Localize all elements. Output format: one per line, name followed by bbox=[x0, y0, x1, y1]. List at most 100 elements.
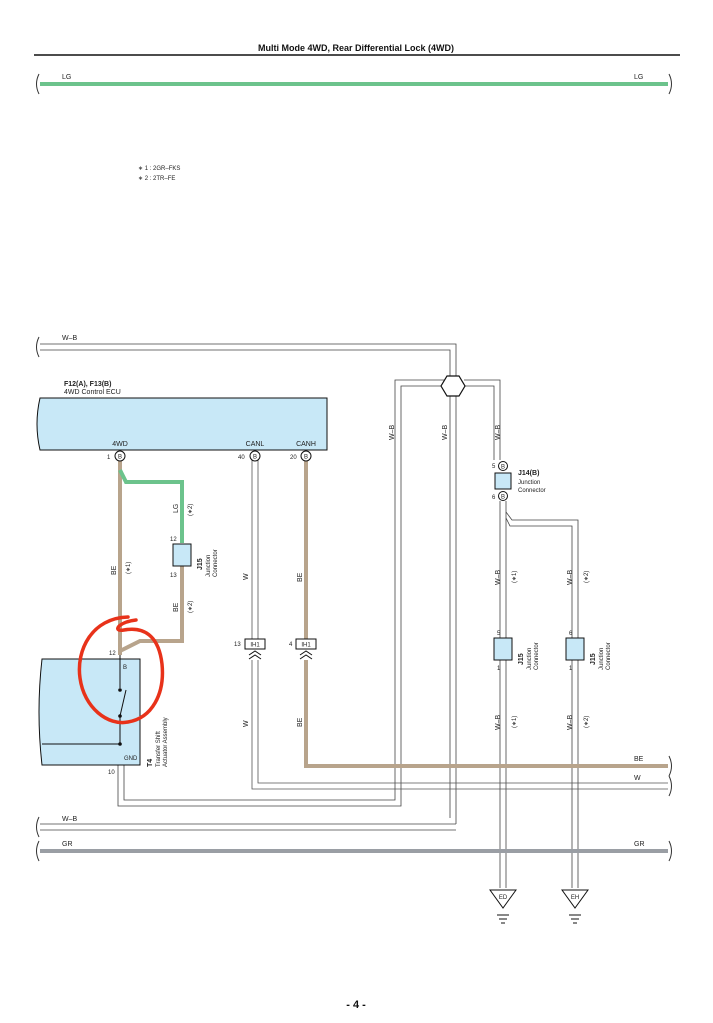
ecu-pin-label-4wd: 4WD bbox=[112, 441, 128, 448]
ih1-canl-box bbox=[244, 638, 266, 650]
j15-mid-name-2: Connector bbox=[534, 642, 540, 670]
j14-badge-top-letter: B bbox=[501, 465, 505, 471]
j15-right-pin-top: 6 bbox=[569, 631, 573, 637]
ground-ed-symbol bbox=[489, 889, 517, 909]
j15-left-connector bbox=[172, 543, 192, 567]
ecu-pin-label-canl: CANL bbox=[246, 441, 265, 448]
wb-label-3: W–B bbox=[495, 425, 502, 441]
j15-left-name-1: Junction bbox=[206, 555, 212, 577]
w-right-break bbox=[668, 775, 672, 797]
j15-mid-connector bbox=[493, 637, 513, 661]
actuator-term-gnd: GND bbox=[124, 756, 138, 762]
canh-be-label-2: BE bbox=[297, 717, 304, 727]
switch-blade bbox=[119, 689, 127, 717]
ih1-canl-pin: 13 bbox=[234, 642, 241, 648]
be-wire-j15-to-actuator bbox=[119, 566, 184, 653]
ih1-canh-id: IH1 bbox=[301, 643, 311, 649]
splice-point bbox=[440, 375, 466, 397]
lg-bus-label-right: LG bbox=[634, 74, 643, 81]
j14-pin-bottom-badge bbox=[498, 491, 508, 501]
ecu-pin-canh-num: 20 bbox=[290, 455, 297, 461]
lg-wire-to-j15 bbox=[118, 469, 184, 543]
ground-eh-symbol bbox=[561, 889, 589, 909]
ground-eh-lines bbox=[569, 914, 581, 924]
j15-mid-id: J15 bbox=[518, 653, 525, 665]
w-right-label: W bbox=[634, 775, 641, 782]
j15-mid-pin-top: 5 bbox=[497, 631, 501, 637]
j15-mid-pin-bottom: 1 bbox=[497, 666, 501, 672]
j14-connector bbox=[494, 472, 512, 490]
ecu-pin-canl-badge bbox=[249, 450, 261, 462]
ground-eh-label: EH bbox=[571, 895, 579, 901]
wb-top-label: W–B bbox=[62, 335, 78, 342]
actuator-pin-top: 12 bbox=[109, 651, 116, 657]
switch-contact-top bbox=[118, 688, 122, 692]
ground-ed-lines bbox=[497, 914, 509, 924]
j15-right-connector bbox=[565, 637, 585, 661]
j15-left-id: J15 bbox=[197, 558, 204, 570]
canh-be-label-1: BE bbox=[297, 572, 304, 582]
ecu-pin-canl-badge-letter: B bbox=[253, 455, 257, 461]
wb-j14-down-branch bbox=[499, 501, 579, 888]
ecu-pin-label-canh: CANH bbox=[296, 441, 316, 448]
j14-pin-top-badge bbox=[498, 461, 508, 471]
ecu-name: 4WD Control ECU bbox=[64, 389, 121, 396]
wb-label-6: W–B bbox=[495, 715, 502, 731]
wb-label-4: W–B bbox=[495, 570, 502, 586]
lg-bus-label-left: LG bbox=[62, 74, 71, 81]
lg-bus-left-break bbox=[36, 73, 40, 95]
actuator-name-2: Actuator Assembly bbox=[163, 717, 169, 767]
gr-bus-label-left: GR bbox=[62, 841, 73, 848]
j14-id: J14(B) bbox=[518, 470, 539, 477]
wb-label-7: W–B bbox=[567, 715, 574, 731]
be-label-j15: BE bbox=[173, 602, 180, 612]
wb-label-5: W–B bbox=[567, 570, 574, 586]
tag-2-a: (∗2) bbox=[584, 571, 590, 583]
page-title: Multi Mode 4WD, Rear Differential Lock (… bbox=[258, 43, 454, 53]
j15-left-name-2: Connector bbox=[213, 549, 219, 577]
j15-right-name-2: Connector bbox=[606, 642, 612, 670]
ih1-canh-arrow bbox=[299, 650, 313, 660]
j14-name-2: Connector bbox=[518, 488, 546, 494]
ecu-pin-4wd-num: 1 bbox=[107, 455, 111, 461]
actuator-term-b: B bbox=[123, 665, 127, 671]
ecu-pin-canl-num: 40 bbox=[238, 455, 245, 461]
actuator-ground-node bbox=[118, 742, 122, 746]
be-right-label: BE bbox=[634, 756, 644, 763]
wb-gnd-wire bbox=[117, 379, 446, 807]
wb-bottom-left-break bbox=[36, 816, 40, 838]
wb-top-bus bbox=[40, 343, 457, 824]
ecu-pin-4wd-badge bbox=[114, 450, 126, 462]
ecu-pin-4wd-badge-letter: B bbox=[118, 455, 122, 461]
canl-wire bbox=[251, 460, 668, 790]
j14-pin-bottom: 6 bbox=[492, 495, 496, 501]
actuator-pin-bottom: 10 bbox=[108, 770, 115, 776]
be-right-break bbox=[668, 755, 672, 777]
tag-1-4wd: (∗1) bbox=[126, 562, 132, 574]
j14-name-1: Junction bbox=[518, 480, 540, 486]
j14-pin-top: 5 bbox=[492, 464, 496, 470]
ground-ed-label: ED bbox=[499, 895, 508, 901]
ecu-pin-canh-badge bbox=[300, 450, 312, 462]
wb-label-2: W–B bbox=[442, 425, 449, 441]
tag-1-b: (∗1) bbox=[512, 716, 518, 728]
annotation-circle bbox=[77, 615, 165, 725]
ecu-pin-canh-badge-letter: B bbox=[304, 455, 308, 461]
page-number: - 4 - bbox=[346, 999, 366, 1011]
ecu-id: F12(A), F13(B) bbox=[64, 381, 111, 388]
j14-badge-bottom-letter: B bbox=[501, 495, 505, 501]
wb-bottom-label: W–B bbox=[62, 816, 78, 823]
j15-left-pin-top: 12 bbox=[170, 537, 177, 543]
gr-bus-label-right: GR bbox=[634, 841, 645, 848]
gr-bus-right-break bbox=[668, 840, 672, 862]
actuator-id: T4 bbox=[147, 759, 154, 767]
lg-label-j15: LG bbox=[173, 504, 180, 513]
canl-w-label-2: W bbox=[243, 720, 250, 727]
tag-1-a: (∗1) bbox=[512, 571, 518, 583]
tag-2-b: (∗2) bbox=[584, 716, 590, 728]
wb-top-left-break bbox=[36, 336, 40, 358]
note-1: ∗ 1 : 2GR–FKS bbox=[138, 166, 180, 172]
ih1-canl-id: IH1 bbox=[250, 643, 260, 649]
actuator-name-1: Transfer Shift bbox=[156, 731, 162, 767]
